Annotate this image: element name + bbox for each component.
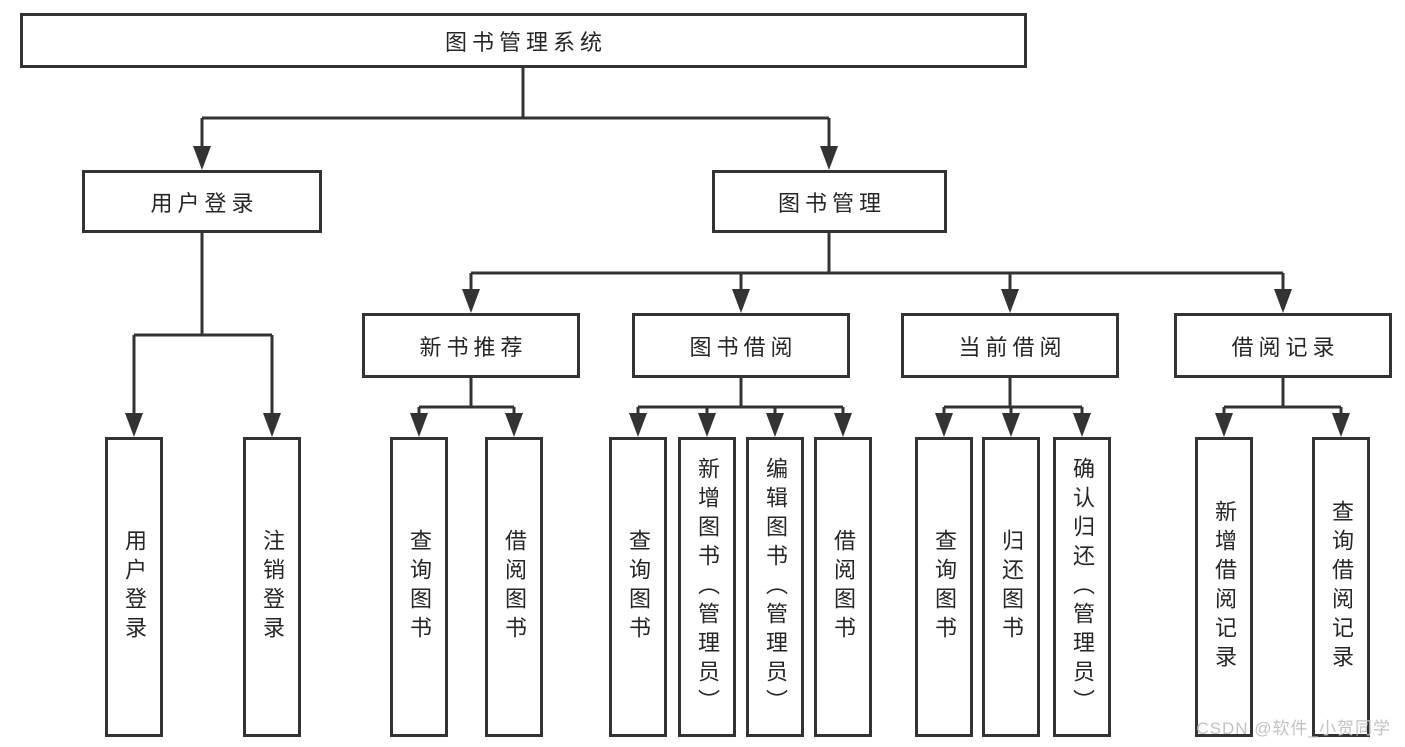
node-label: 新书推荐 bbox=[419, 334, 528, 360]
leaf-add-books-admin: 新增图书（管理员） bbox=[678, 437, 736, 737]
leaf-label: 确认归还（管理员） bbox=[1070, 456, 1095, 718]
leaf-borrow-books-recommend: 借阅图书 bbox=[485, 437, 543, 737]
leaf-confirm-return-admin: 确认归还（管理员） bbox=[1053, 437, 1111, 737]
leaf-label: 编辑图书（管理员） bbox=[763, 456, 788, 718]
leaf-query-books-current: 查询图书 bbox=[915, 437, 973, 737]
tree-edges bbox=[132, 68, 1343, 415]
node-user-login: 用户登录 bbox=[82, 170, 322, 233]
leaf-label: 借阅图书 bbox=[831, 529, 856, 645]
leaf-label: 查询借阅记录 bbox=[1329, 500, 1354, 674]
leaf-borrow-books: 借阅图书 bbox=[814, 437, 872, 737]
leaf-label: 查询图书 bbox=[932, 529, 957, 645]
leaf-user-login: 用户登录 bbox=[105, 437, 163, 737]
node-new-book-recommend: 新书推荐 bbox=[362, 313, 580, 378]
leaf-label: 新增图书（管理员） bbox=[695, 456, 720, 718]
node-label: 图书借阅 bbox=[689, 334, 798, 360]
leaf-label: 归还图书 bbox=[999, 529, 1024, 645]
arrowhead-icons bbox=[125, 146, 1350, 437]
node-label: 当前借阅 bbox=[958, 334, 1067, 360]
leaf-label: 新增借阅记录 bbox=[1212, 500, 1237, 674]
leaf-query-borrow-record: 查询借阅记录 bbox=[1312, 437, 1370, 737]
node-current-borrowing: 当前借阅 bbox=[901, 313, 1119, 378]
leaf-add-borrow-record: 新增借阅记录 bbox=[1195, 437, 1253, 737]
leaf-edit-books-admin: 编辑图书（管理员） bbox=[746, 437, 804, 737]
node-label: 用户登录 bbox=[150, 190, 259, 216]
node-label: 图书管理 bbox=[777, 190, 886, 216]
leaf-label: 用户登录 bbox=[122, 529, 147, 645]
leaf-query-books-recommend: 查询图书 bbox=[390, 437, 448, 737]
leaf-label: 借阅图书 bbox=[502, 529, 527, 645]
node-borrowing-records: 借阅记录 bbox=[1174, 313, 1392, 378]
node-label: 借阅记录 bbox=[1231, 334, 1340, 360]
leaf-label: 注销登录 bbox=[260, 529, 285, 645]
leaf-query-books-borrowing: 查询图书 bbox=[609, 437, 667, 737]
node-root-label: 图书管理系统 bbox=[444, 29, 607, 55]
leaf-label: 查询图书 bbox=[626, 529, 651, 645]
leaf-label: 查询图书 bbox=[407, 529, 432, 645]
node-book-borrowing: 图书借阅 bbox=[632, 313, 850, 378]
leaf-return-books: 归还图书 bbox=[982, 437, 1040, 737]
leaf-logout: 注销登录 bbox=[243, 437, 301, 737]
node-root: 图书管理系统 bbox=[20, 13, 1027, 68]
node-book-management: 图书管理 bbox=[712, 170, 947, 233]
